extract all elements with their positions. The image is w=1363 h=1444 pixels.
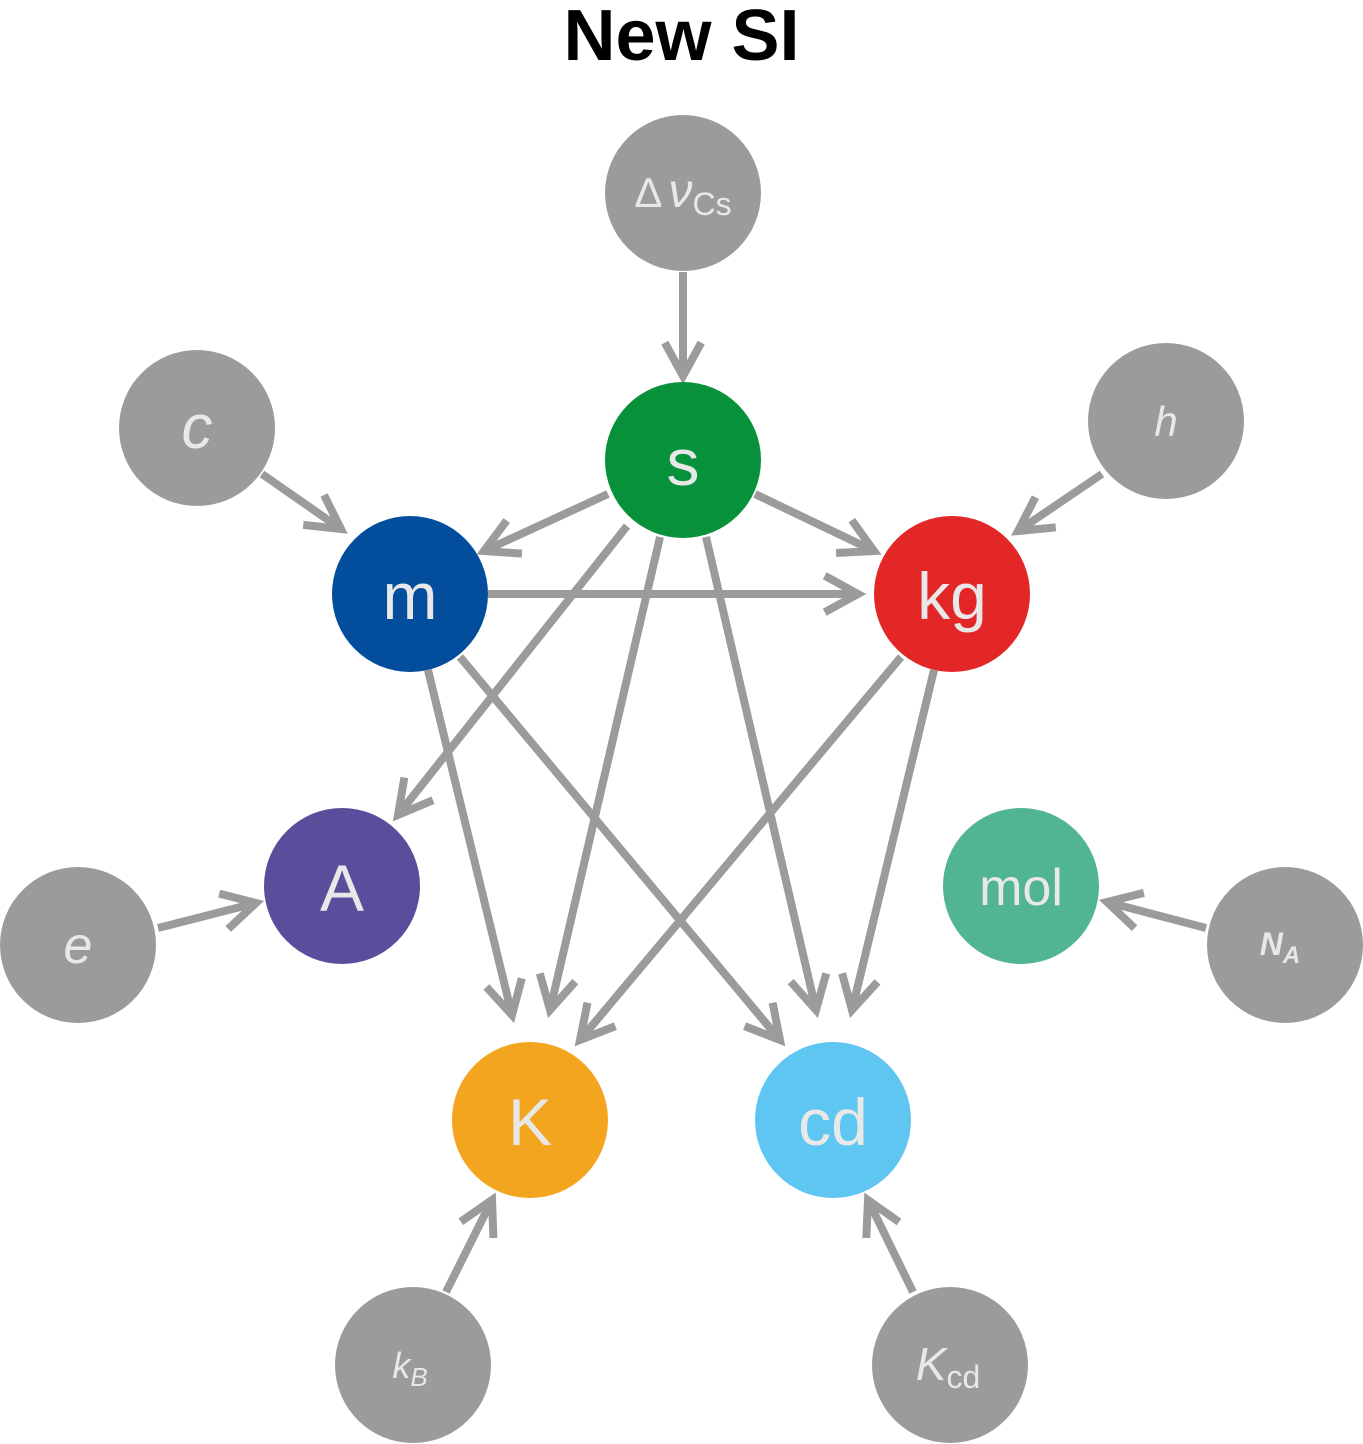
constant-node-c: c — [119, 350, 275, 506]
edge-h-kg-arrowhead — [1011, 495, 1057, 536]
edge-kb-K — [442, 1198, 496, 1294]
edge-e-A — [157, 899, 257, 932]
edge-m-kg-arrowhead — [822, 572, 867, 616]
unit-label-mol: mol — [979, 859, 1063, 917]
edge-m-K-arrowhead — [483, 977, 526, 1024]
constant-label-c: c — [182, 393, 213, 462]
unit-label-m: m — [383, 559, 438, 633]
unit-node-kg: kg — [874, 516, 1030, 672]
constant-kb-sub: B — [410, 1362, 427, 1392]
constant-na-main: N — [1260, 926, 1284, 962]
constant-kcd-sub: cd — [946, 1359, 980, 1395]
constant-label-e: e — [64, 917, 93, 975]
edge-c-m-arrowhead — [302, 493, 348, 534]
constant-dnu-var: ν — [668, 165, 692, 218]
edge-s-K — [546, 536, 664, 1011]
constant-node-e: e — [0, 867, 156, 1023]
edge-kg-cd — [848, 669, 938, 1011]
edge-dnu-s-arrowhead — [661, 340, 705, 385]
edge-s-K-arrowhead — [535, 972, 579, 1019]
edge-s-kg — [753, 490, 876, 555]
edge-s-m-arrowhead — [476, 518, 523, 558]
unit-label-s: s — [667, 425, 700, 499]
constant-label-h: h — [1154, 398, 1177, 445]
unit-label-kg: kg — [917, 559, 987, 633]
constant-node-kb: kB — [335, 1287, 491, 1443]
unit-node-K: K — [452, 1042, 608, 1198]
unit-node-cd: cd — [755, 1042, 911, 1198]
page-title: New SI — [563, 0, 800, 76]
edge-m-cd — [456, 654, 784, 1043]
constant-node-kcd: Kcd — [872, 1287, 1028, 1443]
edge-s-cd — [702, 536, 820, 1011]
edge-na-mol-arrowhead — [1098, 889, 1145, 932]
unit-node-m: m — [332, 516, 488, 672]
edge-kcd-cd — [864, 1198, 917, 1294]
constant-dnu-sub: Cs — [692, 186, 731, 222]
edge-s-A-arrowhead — [392, 776, 435, 822]
constant-kb-main: k — [392, 1345, 412, 1386]
edge-m-cd-arrowhead — [743, 1001, 786, 1047]
edges — [157, 272, 1208, 1294]
unit-node-mol: mol — [943, 808, 1099, 964]
unit-node-A: A — [264, 808, 420, 964]
edge-m-K — [424, 669, 516, 1016]
edge-s-m — [482, 490, 610, 555]
edge-kcd-cd-arrowhead — [862, 1192, 902, 1239]
constant-dnu-main: Δ — [634, 169, 662, 216]
constant-label-kcd: Kcd — [916, 1338, 980, 1395]
edge-na-mol — [1105, 898, 1208, 932]
constant-na-sub: A — [1282, 942, 1300, 969]
constant-node-h: h — [1088, 343, 1244, 499]
constant-label-na: NA — [1260, 926, 1300, 969]
edge-s-kg-arrowhead — [835, 517, 882, 557]
edge-kg-K-arrowhead — [574, 1001, 617, 1047]
edge-kg-K — [576, 654, 905, 1043]
unit-node-s: s — [605, 382, 761, 538]
unit-label-cd: cd — [798, 1085, 868, 1159]
edge-e-A-arrowhead — [218, 889, 265, 932]
unit-nodes: s m kg A mol K cd — [264, 382, 1099, 1198]
edge-c-m — [259, 470, 344, 533]
constant-node-na: NA — [1207, 867, 1363, 1023]
edge-h-kg — [1015, 470, 1105, 535]
edge-kg-cd-arrowhead — [838, 972, 881, 1019]
unit-label-A: A — [320, 851, 364, 925]
unit-label-K: K — [508, 1085, 552, 1159]
edge-s-cd-arrowhead — [787, 972, 831, 1019]
edge-s-A — [394, 523, 631, 818]
constant-kcd-main: K — [916, 1338, 949, 1390]
constant-label-kb: kB — [392, 1345, 427, 1392]
edge-kb-K-arrowhead — [458, 1192, 498, 1239]
